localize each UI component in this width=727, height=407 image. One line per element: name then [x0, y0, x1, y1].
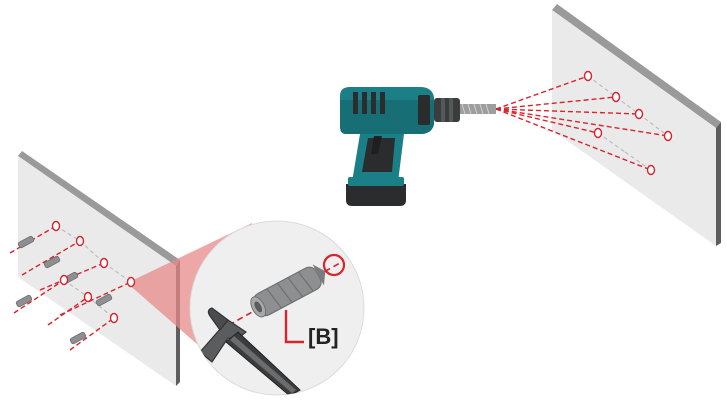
- drill-hole-marker-icon: [109, 312, 119, 324]
- drill-icon: [340, 87, 496, 206]
- drill-hole-marker-icon: [634, 108, 644, 120]
- hammer-icon: [199, 307, 301, 395]
- wall-plug-icon: [15, 294, 33, 308]
- right-wall-guides: [587, 75, 669, 171]
- magnifier: [189, 220, 365, 396]
- drill-hole-marker-icon: [663, 130, 673, 142]
- drill-hole-marker-icon: [83, 291, 93, 303]
- drill-hole-marker-icon: [611, 91, 621, 103]
- right-wall-hole-markers: [583, 70, 673, 176]
- drill-hole-marker-icon: [593, 127, 603, 139]
- drill-hole-marker-icon: [126, 276, 136, 288]
- callout-label-b: [B]: [308, 324, 339, 349]
- left-wall: [18, 151, 180, 386]
- drill-hole-marker-icon: [646, 164, 656, 176]
- target-hole-marker: [322, 253, 346, 277]
- wall-plug-icon: [250, 264, 326, 318]
- drill-hole-marker-icon: [75, 235, 85, 247]
- wall-plug-icon: [17, 235, 35, 249]
- left-wall-guides: [55, 225, 132, 319]
- left-wall-hole-markers: [51, 220, 136, 324]
- wall-plug-icon: [95, 293, 113, 307]
- drill-hole-marker-icon: [59, 274, 69, 286]
- right-wall: [552, 4, 721, 246]
- drill-hole-marker-icon: [583, 70, 593, 82]
- wall-plug-icon: [69, 331, 87, 345]
- drill-hole-marker-icon: [51, 220, 61, 232]
- left-wall-plugs: [15, 235, 113, 345]
- drill-hole-marker-icon: [99, 257, 109, 269]
- laser-rays: [495, 75, 669, 171]
- callout-leader: [284, 310, 304, 344]
- wall-plug-icon: [43, 255, 61, 269]
